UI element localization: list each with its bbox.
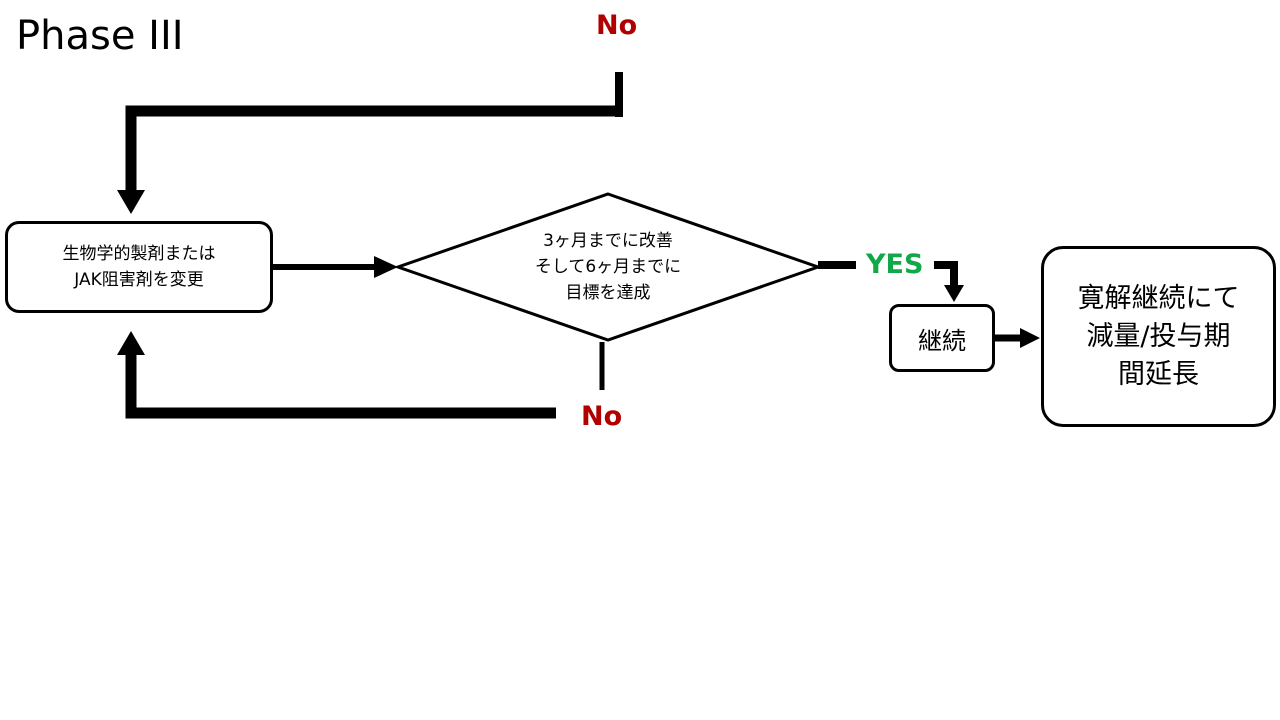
remission-box: 寛解継続にて 減量/投与期 間延長 (1041, 246, 1276, 427)
decision-diamond (393, 192, 823, 342)
decision-line-3: 目標を達成 (565, 283, 651, 303)
continue-box: 継続 (889, 304, 995, 372)
continue-to-remission-connector (995, 328, 1040, 348)
yes-label: YES (866, 249, 924, 280)
no-label-bottom: No (581, 401, 623, 432)
continue-label: 継続 (918, 326, 966, 355)
arrow-right-into-remission (1020, 328, 1040, 348)
decision-line-1: 3ヶ月までに改善 (543, 231, 673, 251)
yes-to-continue-connector (934, 261, 964, 302)
no-top-loop-connector (117, 72, 623, 214)
remission-line-2: 減量/投与期 (1086, 320, 1231, 352)
arrow-down-into-change-box (117, 190, 145, 214)
change-drug-box: 生物学的製剤または JAK阻害剤を変更 (5, 221, 273, 313)
change-to-decision-connector (273, 256, 398, 278)
arrow-down-into-continue (944, 285, 964, 302)
change-drug-line-1: 生物学的製剤または (62, 244, 216, 264)
no-label-top: No (596, 10, 638, 41)
arrow-up-into-change-box (117, 331, 145, 355)
no-bottom-loop-connector (117, 331, 605, 419)
phase-title: Phase III (16, 13, 184, 59)
arrow-right-into-decision (374, 256, 398, 278)
decision-line-2: そして6ヶ月までに (534, 257, 682, 277)
change-drug-line-2: JAK阻害剤を変更 (74, 270, 204, 290)
remission-line-3: 間延長 (1118, 358, 1199, 390)
decision-text: 3ヶ月までに改善 そして6ヶ月までに 目標を達成 (440, 222, 776, 312)
remission-line-1: 寛解継続にて (1077, 282, 1240, 314)
